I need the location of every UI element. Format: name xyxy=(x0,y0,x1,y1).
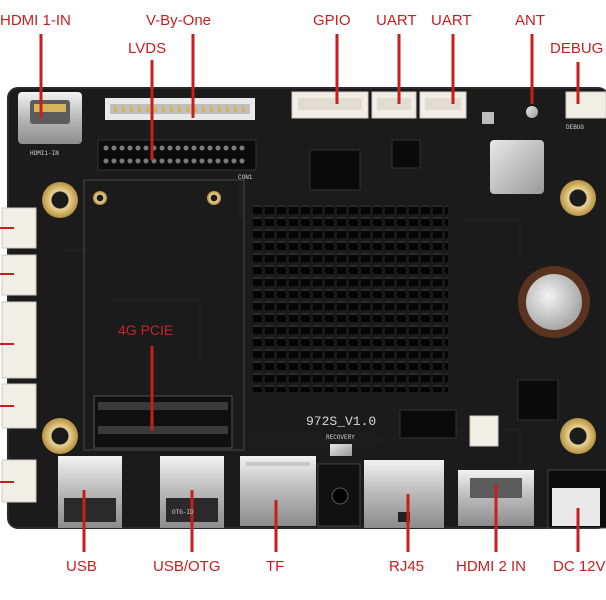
heatsink xyxy=(252,204,448,392)
label-hdmi1: HDMI 1-IN xyxy=(0,12,71,29)
label-tf: TF xyxy=(266,558,285,575)
label-uart-1: UART xyxy=(376,12,417,29)
label-gpio: GPIO xyxy=(313,12,351,29)
gpio-connector xyxy=(291,91,369,119)
label-usb-otg: USB/OTG xyxy=(153,558,221,575)
pcie-area xyxy=(83,179,245,451)
mount-hole xyxy=(560,418,596,454)
board-version-silk: 972S_V1.0 xyxy=(306,414,377,429)
label-dc: DC 12V xyxy=(553,558,606,575)
otg-id-silk: OTG-ID xyxy=(172,509,194,516)
rtc-battery xyxy=(526,274,582,330)
conn-silk: CON1 xyxy=(238,174,253,181)
uart2-connector xyxy=(419,91,467,119)
ant-connector xyxy=(526,106,538,118)
uart1-connector xyxy=(371,91,417,119)
label-lvds: LVDS xyxy=(128,40,167,57)
pointer-lines xyxy=(39,34,580,552)
label-usb: USB xyxy=(66,558,97,575)
label-debug: DEBUG xyxy=(550,40,604,57)
label-vbyone: V-By-One xyxy=(146,12,212,29)
rj45-connector xyxy=(364,460,444,528)
wifi-module xyxy=(490,140,544,194)
recovery-button xyxy=(330,444,352,456)
label-uart-2: UART xyxy=(431,12,472,29)
mount-hole xyxy=(42,182,78,218)
label-ant: ANT xyxy=(515,12,545,29)
usb-connector xyxy=(58,456,122,528)
label-4g-pcie: 4G PCIE xyxy=(118,322,174,338)
recovery-silk: RECOVERY xyxy=(326,434,355,441)
debug-connector xyxy=(565,91,606,119)
debug-silk: DEBUG xyxy=(566,124,585,131)
audio-jack xyxy=(317,463,361,527)
side-pointers xyxy=(0,227,14,483)
tf-slot xyxy=(240,456,316,526)
label-rj45: RJ45 xyxy=(389,558,425,575)
label-hdmi2: HDMI 2 IN xyxy=(456,558,527,575)
hdmi-in-silk: HDMI1-IN xyxy=(30,150,59,157)
mount-hole xyxy=(42,418,78,454)
lvds-header xyxy=(97,139,257,171)
mount-hole xyxy=(560,180,596,216)
